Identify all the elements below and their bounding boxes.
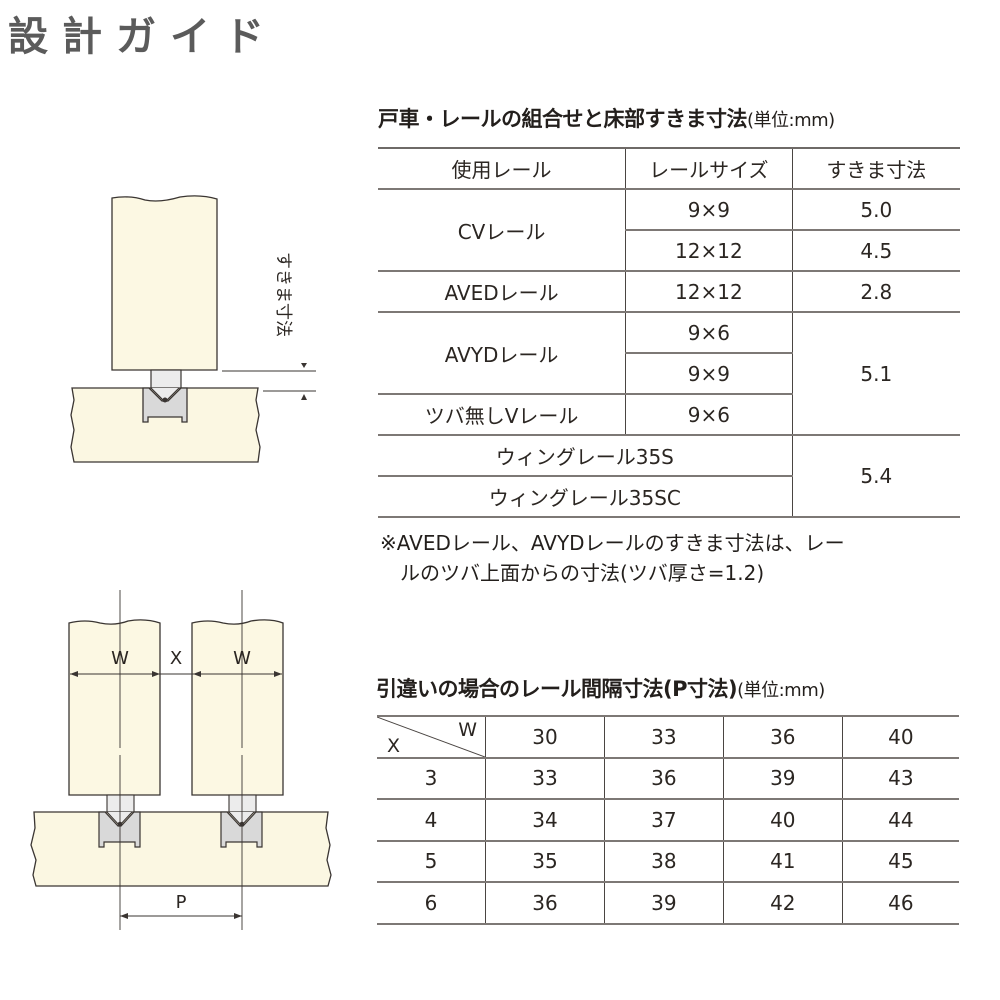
rail-size: 9×6 <box>625 311 793 354</box>
clearance-label: すきま寸法 <box>273 252 293 337</box>
w-header: 33 <box>604 715 724 759</box>
clearance-value: 5.1 <box>792 311 960 436</box>
table-row: 9×9 <box>378 352 960 395</box>
x-value: 4 <box>377 798 486 842</box>
p-value: 34 <box>485 798 605 842</box>
table-header-row: 使用レール レールサイズ すきま寸法 <box>378 147 960 190</box>
door-panel <box>111 195 218 371</box>
clearance-table: 使用レール レールサイズ すきま寸法 CVレール 9×9 5.0 12×12 4… <box>378 147 960 518</box>
unit-label: (単位:mm) <box>747 110 835 131</box>
clearance-section-title: 戸車・レールの組合せと床部すきま寸法(単位:mm) <box>378 107 835 131</box>
door-left <box>68 619 161 796</box>
rail-name: ウィングレール35S <box>378 434 793 477</box>
pitch-diagram: W X W P <box>30 590 332 930</box>
floor <box>70 387 261 463</box>
w-header: 36 <box>723 715 843 759</box>
rail-size: 9×9 <box>625 352 793 395</box>
header-clearance: すきま寸法 <box>792 147 960 190</box>
clearance-value: 5.4 <box>792 434 960 518</box>
page-title: 設計ガイド <box>8 14 278 60</box>
rail-name: ツバ無しVレール <box>378 393 627 436</box>
table-row: CVレール 9×9 5.0 <box>378 188 960 272</box>
unit-label: (単位:mm) <box>737 680 825 701</box>
p-value: 45 <box>842 839 959 883</box>
table-row: 5 35 38 41 45 <box>377 839 959 883</box>
rail-left <box>98 811 141 848</box>
table-row: 3 33 36 39 43 <box>377 756 959 800</box>
clearance-note: ※AVEDレール、AVYDレールのすきま寸法は、レー ルのツバ上面からの寸法(ツ… <box>380 531 845 585</box>
header-rail: 使用レール <box>378 147 627 190</box>
x-value: 5 <box>377 839 486 883</box>
label-p: P <box>176 892 187 913</box>
rail-size: 12×12 <box>625 229 793 272</box>
corner-w-label: W <box>458 719 477 741</box>
table-row: AVEDレール 12×12 2.8 <box>378 270 960 313</box>
rail <box>142 387 188 423</box>
clearance-value: 5.0 <box>792 188 960 231</box>
table-row: AVYDレール 9×6 5.1 <box>378 311 960 436</box>
wheel <box>150 369 182 391</box>
p-value: 39 <box>604 881 724 925</box>
table-row: 4 34 37 40 44 <box>377 798 959 842</box>
label-w-left: W <box>111 648 129 669</box>
rail-name: AVYDレール <box>378 311 627 395</box>
clearance-value: 2.8 <box>792 270 960 313</box>
rail-size: 9×6 <box>625 393 793 436</box>
table-row: 12×12 4.5 <box>378 229 960 272</box>
rail-size: 12×12 <box>625 270 793 313</box>
w-header: 40 <box>842 715 959 759</box>
clearance-diagram: すきま寸法 <box>70 195 316 463</box>
pitch-section-title: 引違いの場合のレール間隔寸法(P寸法)(単位:mm) <box>376 677 825 701</box>
p-value: 33 <box>485 756 605 800</box>
corner-cell: W X <box>377 715 486 759</box>
p-value: 42 <box>723 881 843 925</box>
rail-size: 9×9 <box>625 188 793 231</box>
corner-x-label: X <box>387 734 401 757</box>
table-row: 6 36 39 42 46 <box>377 881 959 925</box>
label-w-right: W <box>233 648 251 669</box>
x-value: 6 <box>377 881 486 925</box>
p-value: 43 <box>842 756 959 800</box>
label-x: X <box>170 648 182 669</box>
p-value: 36 <box>485 881 605 925</box>
p-value: 40 <box>723 798 843 842</box>
table-row: ウィングレール35SC <box>378 475 960 518</box>
diagonal-line <box>377 717 485 757</box>
p-value: 44 <box>842 798 959 842</box>
pitch-table: W X 30 33 36 40 3 33 36 39 43 4 34 37 40… <box>377 715 959 925</box>
rail-name: ウィングレール35SC <box>378 475 793 518</box>
p-value: 35 <box>485 839 605 883</box>
p-value: 38 <box>604 839 724 883</box>
p-value: 41 <box>723 839 843 883</box>
rail-right <box>220 811 263 848</box>
w-header: 30 <box>485 715 605 759</box>
table-row: ウィングレール35S 5.4 <box>378 434 960 518</box>
p-value: 39 <box>723 756 843 800</box>
rail-name: CVレール <box>378 188 627 272</box>
table-header-row: W X 30 33 36 40 <box>377 715 959 759</box>
floor <box>30 811 332 887</box>
x-value: 3 <box>377 756 486 800</box>
p-value: 36 <box>604 756 724 800</box>
p-value: 37 <box>604 798 724 842</box>
header-size: レールサイズ <box>625 147 793 190</box>
clearance-value: 4.5 <box>792 229 960 272</box>
p-value: 46 <box>842 881 959 925</box>
door-right <box>191 619 284 796</box>
table-row: ツバ無しVレール 9×6 <box>378 393 960 436</box>
rail-name: AVEDレール <box>378 270 627 313</box>
